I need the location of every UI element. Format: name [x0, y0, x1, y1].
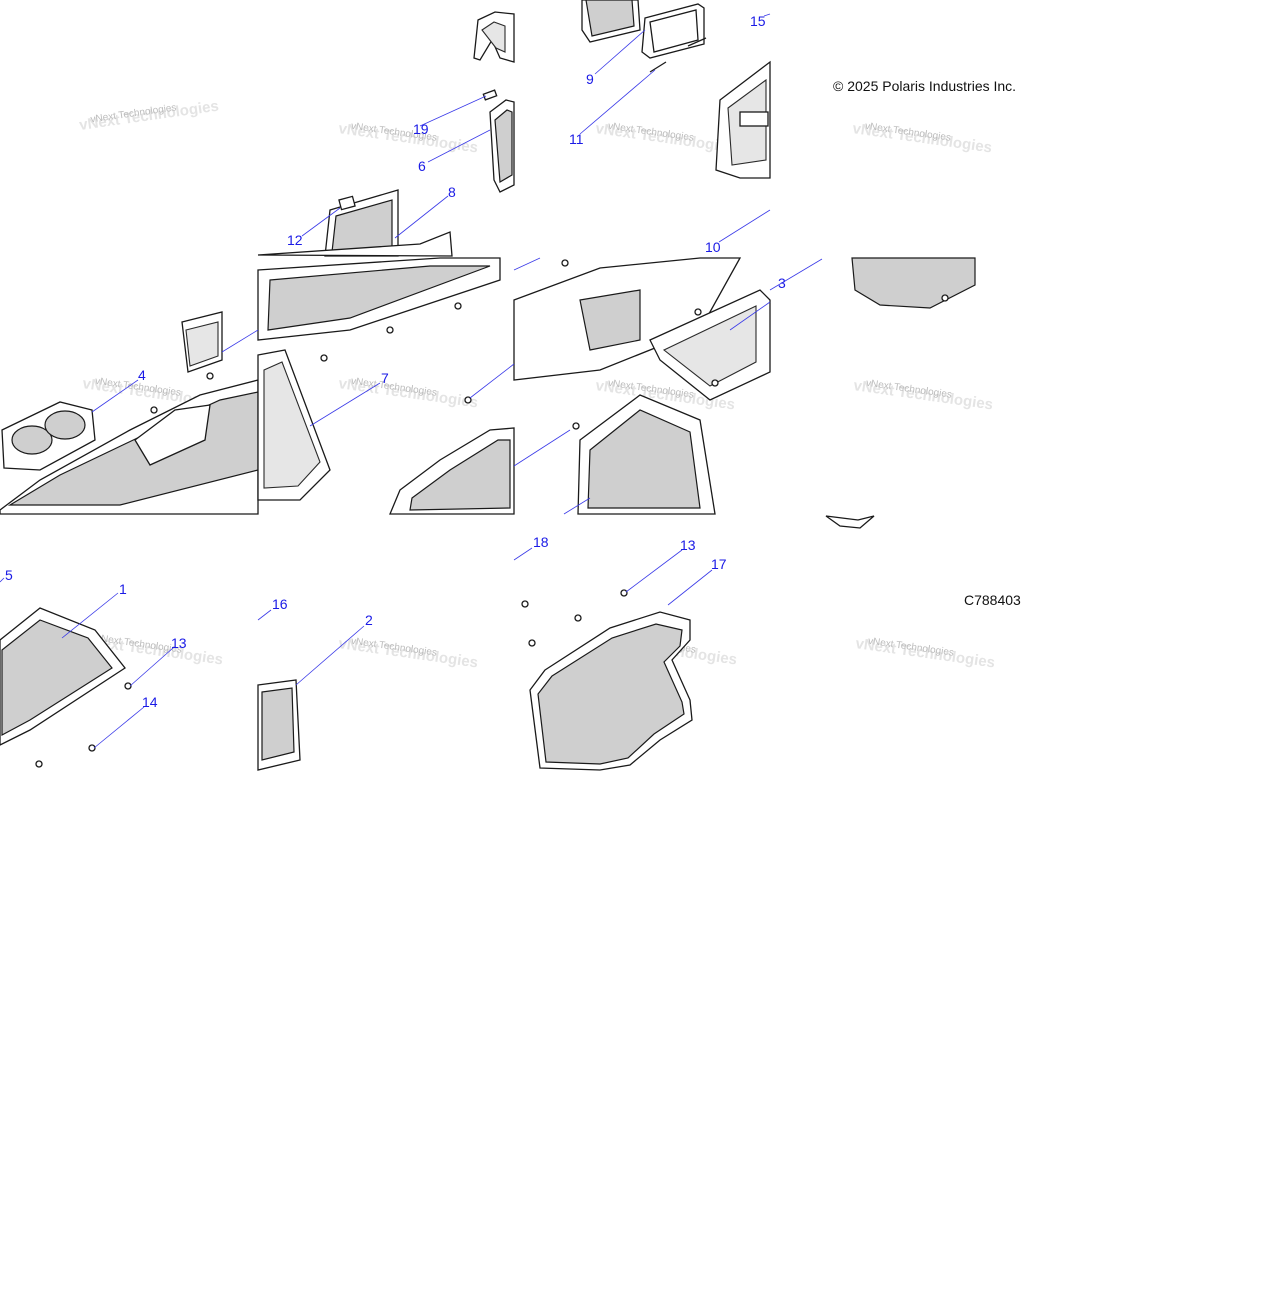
dash-panel-7: [257, 257, 501, 501]
callout-3: 3: [778, 275, 786, 291]
copyright-notice: © 2025 Polaris Industries Inc.: [833, 78, 1016, 94]
callout-13-upper: 13: [680, 537, 696, 553]
dash-part-1: [0, 607, 126, 746]
figure-code: C788403: [964, 592, 1021, 608]
watermarks: vNext Technologies vNext Technologies vN…: [78, 98, 996, 672]
storage-bin: [181, 311, 223, 373]
callout-15: 15: [750, 13, 766, 29]
side-frame: [715, 60, 771, 179]
cover-piece: [851, 257, 976, 309]
leader-lines: [0, 13, 823, 749]
callout-11: 11: [569, 131, 584, 147]
bolt-11: [649, 61, 667, 73]
upper-trim-bracket: [473, 11, 515, 63]
callout-16: 16: [272, 596, 288, 612]
callout-12: 12: [287, 232, 303, 248]
center-console: [389, 427, 515, 515]
dashboard-upper: [0, 379, 259, 515]
callout-10: 10: [705, 239, 721, 255]
bracket-3: [649, 289, 771, 401]
callout-18: 18: [533, 534, 549, 550]
cupholder-4: [1, 401, 96, 471]
callout-7: 7: [381, 370, 389, 386]
callout-8: 8: [448, 184, 456, 200]
callouts: 1 2 3 4 5 6 7 8 9 10 11 12 13 13 14 15 1…: [5, 13, 786, 710]
callout-19: 19: [413, 121, 429, 137]
callout-4: 4: [138, 367, 146, 383]
dash-lip: [257, 231, 453, 257]
callout-1: 1: [119, 581, 127, 597]
callout-14: 14: [142, 694, 158, 710]
bolt-15: [687, 37, 707, 47]
callout-5: 5: [5, 567, 13, 583]
window-frame-9: [581, 0, 705, 59]
callout-17: 17: [711, 556, 727, 572]
callout-2: 2: [365, 612, 373, 628]
dash-part-2: [257, 679, 301, 771]
mounting-plate-17: [529, 611, 693, 771]
clip-piece: [825, 515, 875, 529]
glovebox-lid-8: [324, 189, 399, 257]
dash-frame: [513, 257, 742, 381]
housing: [577, 394, 716, 515]
callout-6: 6: [418, 158, 426, 174]
fasteners: [35, 259, 949, 768]
parts: [0, 0, 976, 771]
callout-9: 9: [586, 71, 594, 87]
side-panel-6: [482, 89, 515, 193]
callout-13-lower: 13: [171, 635, 187, 651]
